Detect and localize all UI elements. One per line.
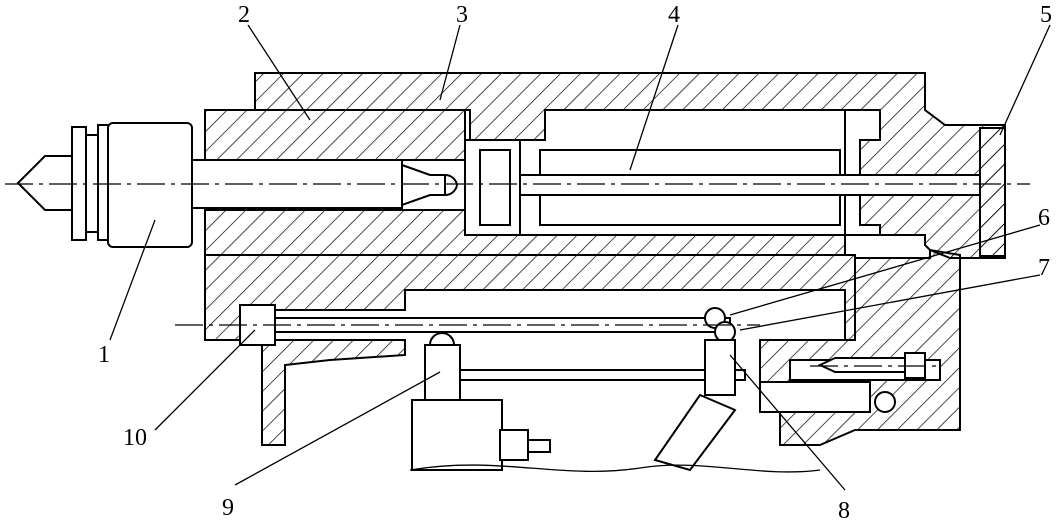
callout-8: 8 bbox=[838, 498, 850, 524]
live-center bbox=[16, 122, 193, 248]
solenoid-switch bbox=[411, 332, 551, 471]
callout-3: 3 bbox=[456, 2, 468, 28]
callout-5: 5 bbox=[1040, 2, 1052, 28]
callout-4: 4 bbox=[668, 2, 680, 28]
break-line bbox=[409, 464, 821, 473]
rear-cap bbox=[979, 127, 1006, 257]
piston-assembly bbox=[464, 139, 981, 236]
callout-2: 2 bbox=[238, 2, 250, 28]
callout-9: 9 bbox=[222, 495, 234, 521]
lower-base bbox=[204, 248, 961, 446]
leader-lines bbox=[109, 24, 1051, 491]
callout-1: 1 bbox=[98, 342, 110, 368]
stop-pin bbox=[817, 357, 916, 373]
callout-10: 10 bbox=[123, 425, 147, 451]
pivot-lever bbox=[653, 339, 896, 472]
callout-7: 7 bbox=[1038, 255, 1050, 281]
link-bar bbox=[424, 369, 746, 381]
callout-6: 6 bbox=[1038, 205, 1050, 231]
